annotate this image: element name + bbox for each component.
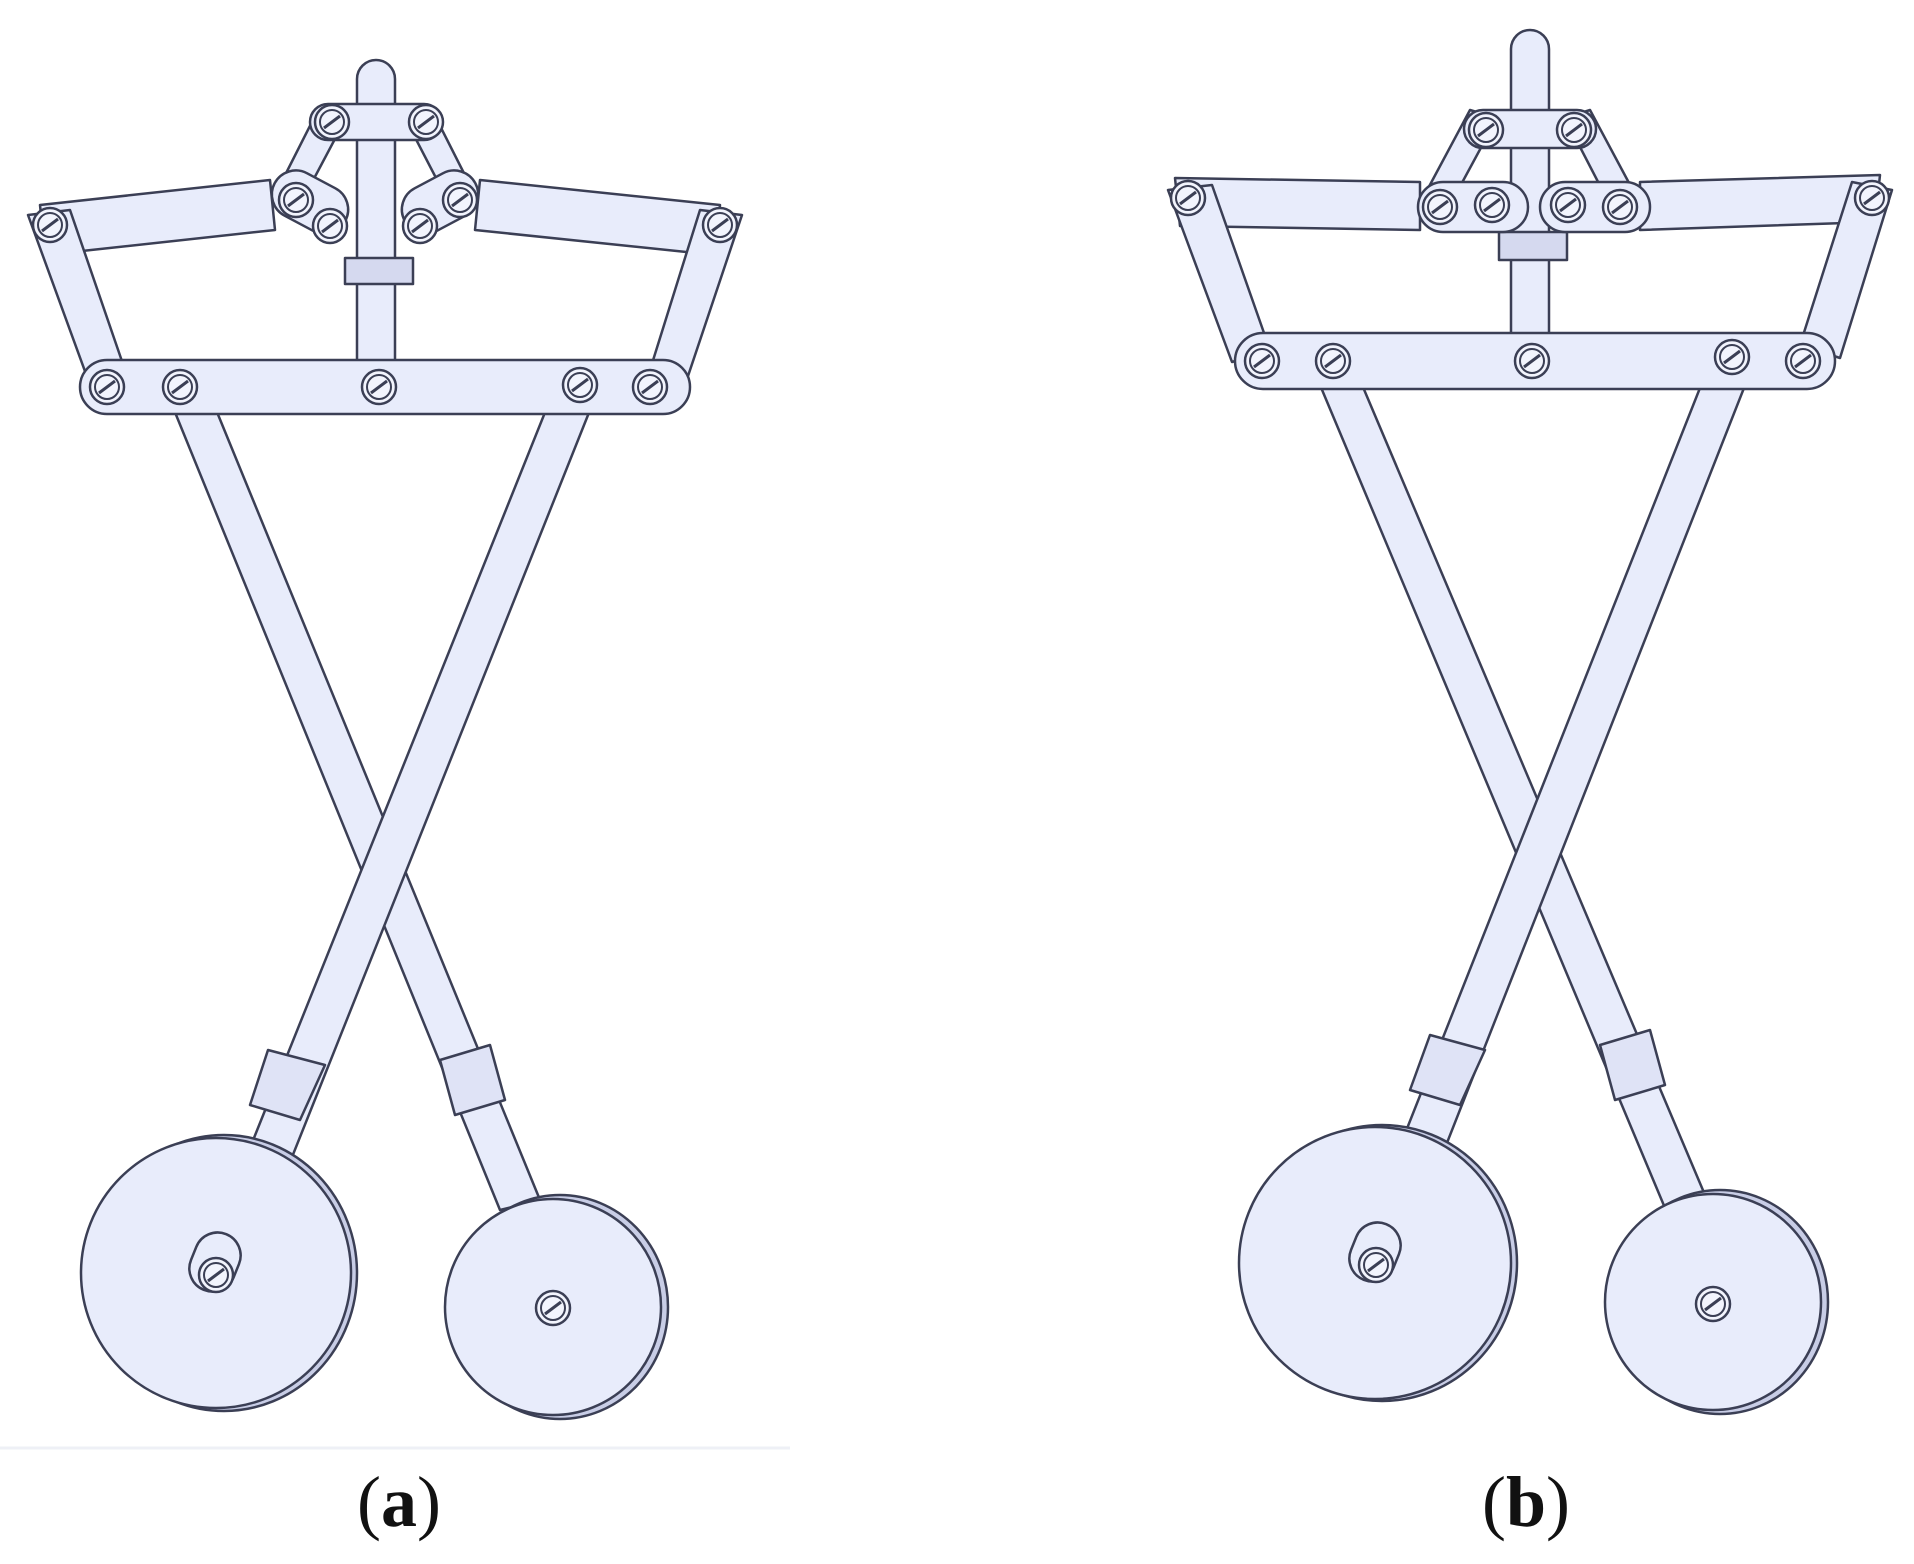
pin-icon <box>1357 1246 1395 1284</box>
pin-icon <box>1713 338 1751 376</box>
pin-icon <box>313 103 351 141</box>
pin-icon <box>407 103 445 141</box>
shaft-collar <box>343 256 415 286</box>
pin-icon <box>360 368 398 406</box>
pin-icon <box>401 207 439 245</box>
pin-icon <box>1784 342 1822 380</box>
pin-icon <box>88 368 126 406</box>
pin-icon <box>1694 1285 1732 1323</box>
pin-icon <box>561 366 599 404</box>
pin-icon <box>1314 342 1352 380</box>
pin-icon <box>1601 188 1639 226</box>
caption-b: (b) <box>1482 1462 1571 1542</box>
sleeve-right <box>1598 1028 1667 1102</box>
pin-icon <box>311 207 349 245</box>
pin-icon <box>1513 342 1551 380</box>
pin-icon <box>441 181 479 219</box>
pin-icon <box>701 206 739 244</box>
caption-a: (a) <box>357 1462 441 1542</box>
pin-icon <box>1421 188 1459 226</box>
pin-icon <box>161 368 199 406</box>
pin-icon <box>1549 186 1587 224</box>
panel-a-mechanism <box>26 58 744 1421</box>
pin-icon <box>534 1289 572 1327</box>
pin-icon <box>631 368 669 406</box>
pin-icon <box>1555 111 1593 149</box>
pin-icon <box>1467 111 1505 149</box>
pin-icon <box>1853 179 1891 217</box>
pin-icon <box>31 206 69 244</box>
caption-b-label: b <box>1505 1462 1547 1542</box>
caption-a-label: a <box>380 1462 417 1542</box>
sleeve-right <box>438 1043 507 1117</box>
panel-b-mechanism <box>1166 28 1894 1416</box>
sleeve-left <box>248 1048 327 1122</box>
pin-icon <box>1473 186 1511 224</box>
pin-icon <box>197 1256 235 1294</box>
pin-icon <box>1169 179 1207 217</box>
pin-icon <box>277 181 315 219</box>
pin-icon <box>1243 342 1281 380</box>
sleeve-left <box>1408 1033 1487 1107</box>
shaft-collar <box>1497 230 1569 262</box>
rocker-arm-right <box>473 178 722 257</box>
